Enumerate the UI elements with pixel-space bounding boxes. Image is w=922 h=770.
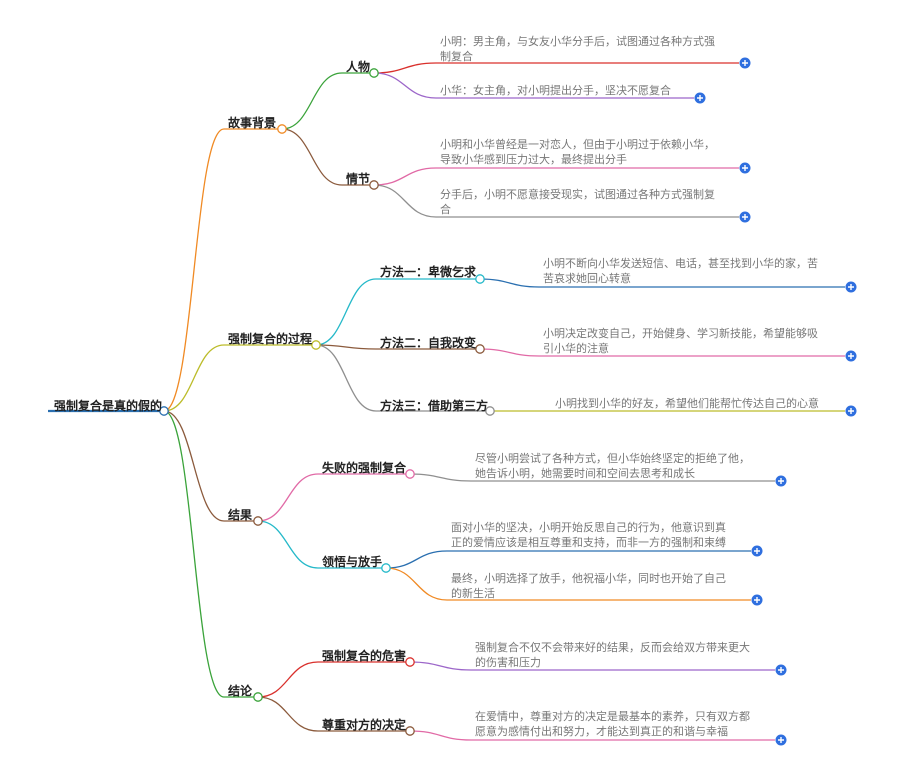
subtopic-connector xyxy=(257,520,319,569)
leaf-text-line: 最终，小明选择了放手，他祝福小华，同时也开始了自己 xyxy=(451,572,726,585)
subtopic: 人物 xyxy=(346,60,371,74)
leaf-connector xyxy=(409,661,472,671)
leaf-connector xyxy=(373,184,437,218)
leaf-text-line: 强制复合不仅不会带来好的结果，反而会给双方带来更大 xyxy=(475,641,750,654)
leaf-text-line: 愿意为感情付出和努力，才能达到真正的和谐与幸福 xyxy=(475,725,728,738)
subtopic-connector xyxy=(257,661,319,698)
leaf-note: 分手后，小明不愿意接受现实，试图通过各种方式强制复合 xyxy=(440,187,715,217)
subtopic-collapse-toggle[interactable] xyxy=(485,406,495,416)
leaf-connector xyxy=(373,72,437,99)
leaf-note: 小明找到小华的好友，希望他们能帮忙传达自己的心意 xyxy=(555,396,819,411)
expand-plus-icon[interactable] xyxy=(739,162,751,174)
subtopic-collapse-toggle[interactable] xyxy=(405,469,415,479)
leaf-note: 在爱情中，尊重对方的决定是最基本的素养，只有双方都愿意为感情付出和努力，才能达到… xyxy=(475,709,750,739)
subtopic: 失败的强制复合 xyxy=(322,461,407,475)
subtopic-connector xyxy=(281,72,343,130)
expand-plus-icon[interactable] xyxy=(751,545,763,557)
expand-plus-icon[interactable] xyxy=(694,92,706,104)
leaf-text-line: 尽管小明尝试了各种方式，但小华始终坚定的拒绝了他， xyxy=(475,452,750,465)
subtopic-connector xyxy=(315,278,377,346)
leaf-text-line: 面对小华的坚决，小明开始反思自己的行为，他意识到真 xyxy=(451,521,726,534)
leaf-text-line: 在爱情中，尊重对方的决定是最基本的素养，只有双方都 xyxy=(475,710,750,723)
leaf-text-line: 分手后，小明不愿意接受现实，试图通过各种方式强制复 xyxy=(440,188,715,201)
leaf-text-line: 的伤害和压力 xyxy=(475,656,541,669)
branch-connector xyxy=(163,410,225,698)
subtopic-collapse-toggle[interactable] xyxy=(475,344,485,354)
subtopic-connector xyxy=(281,128,343,186)
root-collapse-toggle[interactable] xyxy=(159,406,169,416)
subtopic-collapse-toggle[interactable] xyxy=(405,657,415,667)
leaf-connector xyxy=(409,730,472,741)
leaf-connector xyxy=(385,567,448,601)
root-topic: 强制复合是真的假的 xyxy=(54,399,163,413)
subtopic: 方法二：自我改变 xyxy=(380,336,477,350)
branch-topic: 结果 xyxy=(228,508,253,522)
leaf-connector xyxy=(409,473,472,482)
leaf-note: 最终，小明选择了放手，他祝福小华，同时也开始了自己的新生活 xyxy=(451,571,726,601)
leaf-text-line: 导致小华感到压力过大，最终提出分手 xyxy=(440,153,627,166)
subtopic-connector xyxy=(315,344,377,412)
leaf-note: 尽管小明尝试了各种方式，但小华始终坚定的拒绝了他， 她告诉小明，她需要时间和空间去… xyxy=(475,451,750,481)
leaf-note: 强制复合不仅不会带来好的结果，反而会给双方带来更大的伤害和压力 xyxy=(475,640,750,670)
branch-collapse-toggle[interactable] xyxy=(253,692,263,702)
branch-topic: 故事背景 xyxy=(228,116,277,130)
expand-plus-icon[interactable] xyxy=(845,281,857,293)
branch-collapse-toggle[interactable] xyxy=(277,124,287,134)
branch-collapse-toggle[interactable] xyxy=(311,340,321,350)
subtopic-collapse-toggle[interactable] xyxy=(405,726,415,736)
leaf-connector xyxy=(373,62,437,74)
branch-topic: 强制复合的过程 xyxy=(228,332,313,346)
leaf-connector xyxy=(479,278,540,288)
leaf-connector xyxy=(385,550,448,569)
subtopic-collapse-toggle[interactable] xyxy=(381,563,391,573)
leaf-text-line: 小明决定改变自己，开始健身、学习新技能，希望能够吸 xyxy=(543,327,818,340)
leaf-note: 小明和小华曾经是一对恋人，但由于小明过于依赖小华， 导致小华感到压力过大，最终提出… xyxy=(440,137,715,167)
leaf-text-line: 小明不断向小华发送短信、电话，甚至找到小华的家，苦 xyxy=(543,257,818,270)
leaf-text-line: 小华：女主角，对小明提出分手，坚决不愿复合 xyxy=(440,84,671,97)
leaf-text-line: 小明找到小华的好友，希望他们能帮忙传达自己的心意 xyxy=(555,397,819,410)
leaf-note: 小华：女主角，对小明提出分手，坚决不愿复合 xyxy=(440,83,671,98)
leaf-connector xyxy=(479,348,540,357)
leaf-note: 小明：男主角，与女友小华分手后，试图通过各种方式强制复合 xyxy=(440,34,715,64)
leaf-note: 小明不断向小华发送短信、电话，甚至找到小华的家，苦苦哀求她回心转意 xyxy=(543,256,818,286)
branch-connector xyxy=(163,344,225,412)
expand-plus-icon[interactable] xyxy=(739,211,751,223)
expand-plus-icon[interactable] xyxy=(845,350,857,362)
branch-connector xyxy=(163,410,225,522)
subtopic-collapse-toggle[interactable] xyxy=(369,68,379,78)
leaf-text-line: 的新生活 xyxy=(451,587,495,600)
leaf-note: 面对小华的坚决，小明开始反思自己的行为，他意识到真正的爱情应该是相互尊重和支持，… xyxy=(451,520,726,550)
expand-plus-icon[interactable] xyxy=(775,475,787,487)
expand-plus-icon[interactable] xyxy=(739,57,751,69)
subtopic: 方法三：借助第三方 xyxy=(380,399,489,413)
subtopic: 尊重对方的决定 xyxy=(322,718,407,732)
subtopic-collapse-toggle[interactable] xyxy=(475,274,485,284)
leaf-text-line: 正的爱情应该是相互尊重和支持，而非一方的强制和束缚 xyxy=(451,536,726,549)
leaf-text-line: 她告诉小明，她需要时间和空间去思考和成长 xyxy=(475,467,695,480)
subtopic: 强制复合的危害 xyxy=(322,649,407,663)
subtopic-connector xyxy=(315,344,377,350)
expand-plus-icon[interactable] xyxy=(775,734,787,746)
branch-connector xyxy=(163,128,225,412)
expand-plus-icon[interactable] xyxy=(845,405,857,417)
subtopic-collapse-toggle[interactable] xyxy=(369,180,379,190)
subtopic: 方法一：卑微乞求 xyxy=(380,265,477,279)
leaf-text-line: 合 xyxy=(440,203,451,216)
leaf-text-line: 小明和小华曾经是一对恋人，但由于小明过于依赖小华， xyxy=(440,138,715,151)
branch-collapse-toggle[interactable] xyxy=(253,516,263,526)
subtopic-connector xyxy=(257,473,319,522)
expand-plus-icon[interactable] xyxy=(751,594,763,606)
leaf-note: 小明决定改变自己，开始健身、学习新技能，希望能够吸引小华的注意 xyxy=(543,326,818,356)
leaf-text-line: 引小华的注意 xyxy=(543,342,609,355)
branch-topic: 结论 xyxy=(228,684,253,698)
expand-plus-icon[interactable] xyxy=(775,664,787,676)
leaf-text-line: 小明：男主角，与女友小华分手后，试图通过各种方式强 xyxy=(440,35,715,48)
leaf-text-line: 制复合 xyxy=(440,50,473,63)
leaf-text-line: 苦哀求她回心转意 xyxy=(543,272,631,285)
subtopic: 情节 xyxy=(346,172,371,186)
subtopic-connector xyxy=(257,696,319,732)
subtopic: 领悟与放手 xyxy=(322,555,383,569)
leaf-connector xyxy=(373,167,437,186)
